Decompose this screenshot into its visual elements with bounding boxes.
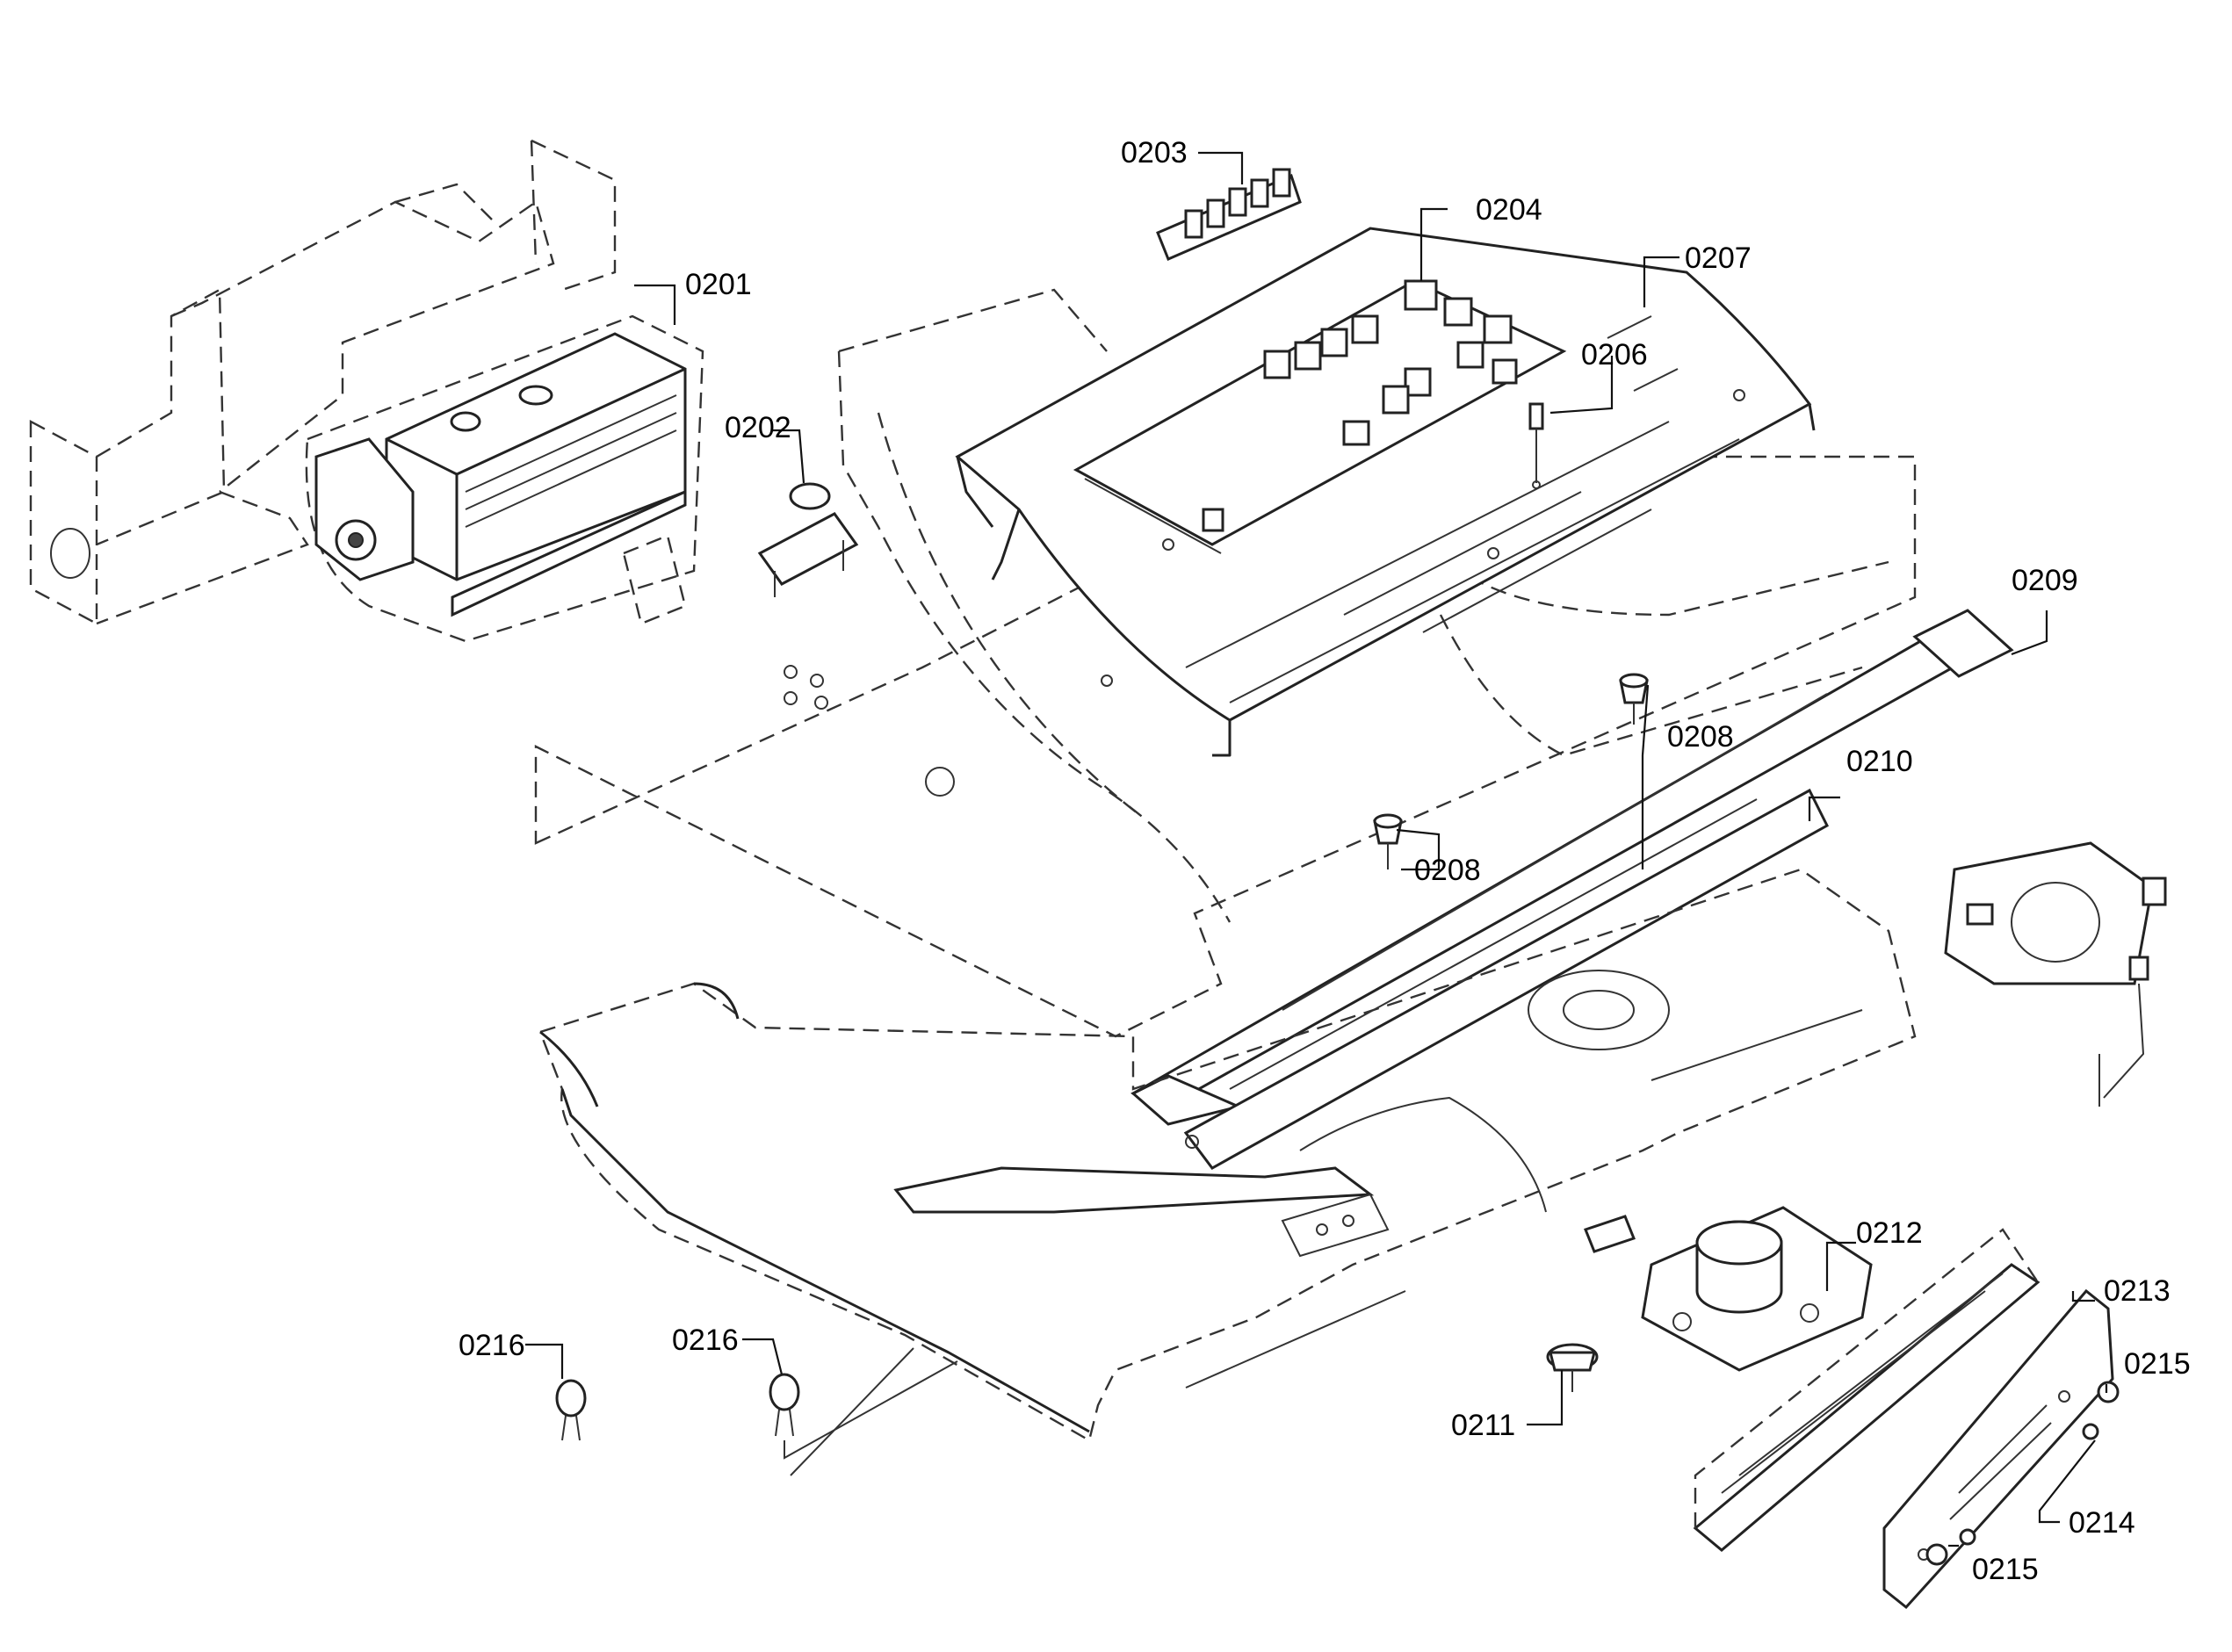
callout-0203: 0203 bbox=[1121, 136, 1188, 170]
part-0216-clip-left bbox=[555, 1379, 587, 1441]
callout-0216-right: 0216 bbox=[672, 1324, 739, 1357]
callout-0207: 0207 bbox=[1685, 242, 1752, 275]
callout-0216-left: 0216 bbox=[459, 1329, 525, 1362]
left-housing-outline bbox=[29, 139, 617, 625]
callout-0213: 0213 bbox=[2104, 1274, 2171, 1308]
callout-0202: 0202 bbox=[725, 411, 791, 444]
leader-lines bbox=[525, 151, 2108, 1547]
callout-0208-upper: 0208 bbox=[1667, 720, 1734, 754]
callout-0204: 0204 bbox=[1476, 193, 1542, 227]
part-0214-screw bbox=[1959, 1423, 2099, 1546]
part-0210-rail bbox=[1183, 788, 1829, 1170]
callout-0209: 0209 bbox=[2012, 564, 2078, 597]
callout-0210: 0210 bbox=[1846, 745, 1913, 778]
callout-labels: 0201 0202 0203 0204 0206 0207 0208 0208 … bbox=[459, 136, 2191, 1586]
part-0204-control-board bbox=[1073, 279, 1567, 554]
part-0211-thermostat bbox=[1546, 1343, 1599, 1392]
callout-0212: 0212 bbox=[1856, 1216, 1923, 1250]
part-0216-clip-right bbox=[769, 1360, 958, 1460]
callout-0215-lower: 0215 bbox=[1972, 1553, 2039, 1586]
right-cover-plate bbox=[1944, 841, 2167, 1107]
part-0203-connector bbox=[1156, 168, 1302, 261]
callout-0215-upper: 0215 bbox=[2124, 1347, 2191, 1381]
upper-cavity-plate bbox=[534, 288, 1917, 1038]
callout-0206: 0206 bbox=[1581, 338, 1648, 372]
part-0212-motor-assembly bbox=[1584, 1206, 1873, 1372]
callout-0214: 0214 bbox=[2069, 1506, 2135, 1540]
part-0208-spacer-lower bbox=[1373, 813, 1403, 869]
callout-0201: 0201 bbox=[685, 268, 752, 301]
lower-base-frame bbox=[538, 868, 1917, 1476]
part-0202-sensor-bracket bbox=[757, 482, 859, 597]
part-0209-rail bbox=[1130, 609, 2014, 1126]
part-0215-screw bbox=[1925, 1381, 2120, 1566]
lower-right-bracket bbox=[1693, 1228, 2041, 1552]
part-0201-fan-assembly bbox=[305, 314, 704, 643]
part-0213-cover-plate bbox=[1882, 1288, 2114, 1610]
part-0206-standoff bbox=[1528, 402, 1544, 489]
part-0208-spacer-upper bbox=[1619, 673, 1649, 725]
part-0207-control-plate bbox=[955, 227, 1816, 757]
callout-0208-lower: 0208 bbox=[1414, 854, 1481, 887]
callout-0211: 0211 bbox=[1451, 1409, 1515, 1442]
